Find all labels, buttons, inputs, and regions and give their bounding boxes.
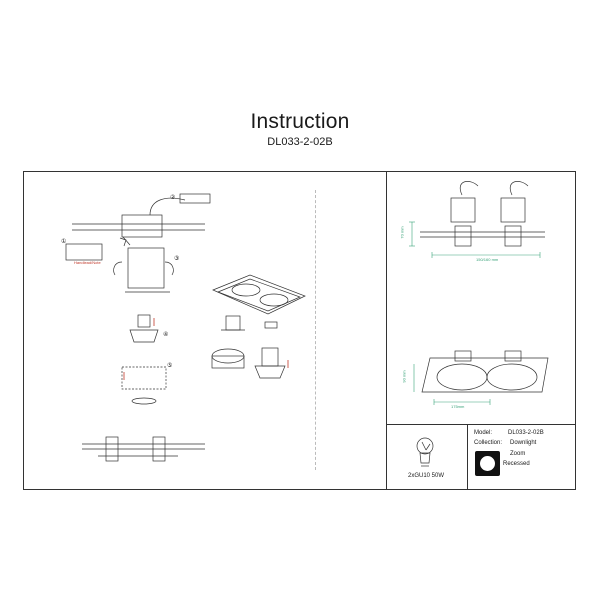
spec-feature-zoom: Zoom [510, 451, 526, 457]
spec-collection-value: Downlight [510, 440, 537, 446]
cutout-note: Handlead/Note [74, 260, 101, 265]
frame-divider-right-h [386, 424, 576, 425]
dimension-width-side: 90 mm [401, 370, 407, 383]
dimension-length-bottom: 175mm [451, 404, 465, 409]
step-3-marker: ③ [174, 256, 180, 262]
zoom-recessed-icon [475, 451, 500, 476]
step-1-marker: ① [61, 239, 67, 245]
model-code: DL033-2-02B [267, 136, 333, 148]
step-5-marker: ⑤ [167, 363, 173, 369]
frame-divider-table [467, 424, 468, 490]
step-4-marker: ④ [163, 332, 169, 338]
page-title: Instruction [250, 110, 350, 133]
spec-model-label: Model: [474, 430, 493, 436]
lamp-spec: 2xGU10 50W [408, 473, 445, 479]
frame-divider-dashed [315, 190, 316, 470]
instruction-frame [23, 171, 576, 490]
frame-divider-main [386, 171, 387, 490]
spec-collection-label: Collection: [474, 440, 503, 446]
dimension-height-side: 70 mm [399, 226, 405, 239]
spec-feature-recessed: Recessed [503, 461, 530, 467]
spec-model-value: DL033-2-02B [508, 430, 544, 436]
dimension-length-top: 150/160 mm [476, 257, 499, 262]
step-2-marker: ② [170, 195, 176, 201]
